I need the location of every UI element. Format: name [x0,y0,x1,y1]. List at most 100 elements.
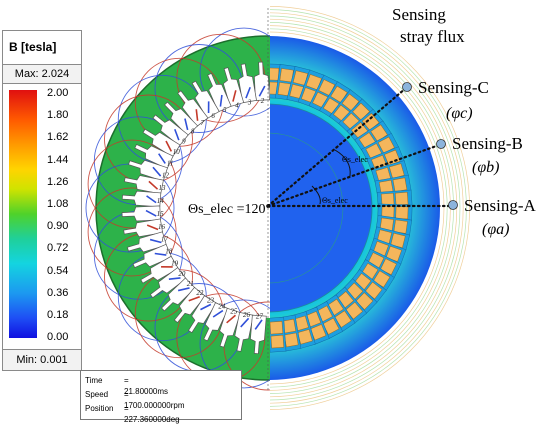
slot-conductor [152,166,162,177]
slot-outline [203,302,229,342]
slot-number: 27 [256,313,264,321]
slot-conductor [232,90,237,102]
slot-outline [149,267,187,299]
slot-conductor [200,303,212,311]
status-key: Time [85,376,103,385]
slot-outline [234,312,254,352]
coil-slot [290,311,316,349]
slot-outline [121,205,161,222]
slot-conductor [146,224,159,231]
stator-slots [121,61,270,355]
stator-slot [142,128,181,158]
winding-coil [199,299,270,389]
stray-flux-label-1: Sensing [392,5,446,24]
slot-outline [164,101,199,137]
stator-slot [121,190,162,208]
slot-conductor [177,287,190,292]
legend-tick: 1.08 [47,198,69,210]
slot-number: 7 [201,119,205,127]
stator-slot [134,144,174,170]
stator-slot [207,72,232,113]
legend-tick: 1.26 [47,175,69,188]
slot-outline [253,61,270,101]
slot-conductor [195,109,199,121]
slot-number: 3 [247,99,252,107]
stator-slot [222,67,245,108]
stator-slot [250,314,267,355]
stator-slot [177,90,209,127]
stray-flux-line [270,6,470,410]
legend-max: Max: 2.024 [3,64,81,84]
stator-bore [158,98,270,318]
coil-block [393,219,408,234]
status-key: Position [85,404,114,413]
legend-tick: 0.72 [47,242,69,255]
legend-tick: 0.36 [47,286,69,299]
stator-slot [173,286,206,324]
slot-number: 20 [178,270,186,278]
slot-conductor [145,209,157,217]
stator-slot [219,307,241,348]
slot-number: 18 [165,248,173,256]
legend-tick: 0.90 [47,220,69,233]
slot-number: 19 [171,259,179,267]
slot-outline [191,80,220,119]
coil-slot [312,301,344,340]
stator-slot [126,231,167,253]
slot-conductor [161,265,173,268]
coil-slot [361,132,400,164]
legend-tick: 1.44 [47,153,69,166]
legend-tick: 0.00 [47,331,69,344]
stator-slot [164,101,199,137]
theta-elec-label-inner: Θs_elec [322,196,348,205]
slot-number: 17 [161,235,169,243]
slot-number: 21 [187,280,194,288]
slot-number: 25 [230,307,238,315]
status-row: Time = 21.80000ms [85,375,168,396]
stray-flux-label-2: stray flux [400,27,465,46]
slot-outline [134,144,174,170]
coil-slots [270,63,413,353]
slot-conductor [245,86,251,99]
slot-conductor [174,128,180,141]
slot-outline [173,286,206,324]
stator-slot [161,277,196,312]
simulation-status: Time = 21.80000ms Speed = 1700.000000rpm… [80,370,242,424]
coil-block [270,321,284,335]
coil-block [279,68,294,83]
angle-arc-outer [334,149,351,177]
stator-slot [149,267,187,299]
slot-outline [219,307,241,348]
slot-conductor [158,153,166,164]
line-b [266,142,444,208]
stray-flux-line [270,28,448,388]
status-value: = 227.360000deg [124,404,180,424]
legend-min: Min: 0.001 [3,349,81,370]
colorbar [9,90,37,338]
coil-block [392,177,408,192]
stray-flux-line [270,9,467,407]
slot-outline [128,159,168,182]
slot-number: 9 [182,137,186,145]
winding-coil [87,139,177,229]
theta-total-label: Θs_elec =120° [188,202,271,217]
coil-slot [297,69,326,108]
slot-number: 24 [218,303,226,311]
coil-slot [270,316,287,353]
stator-slot [203,302,229,342]
stator-slot [238,63,257,104]
slot-outline [123,175,164,195]
line-c [266,86,408,208]
stray-flux-line [270,12,464,404]
slot-conductor [148,180,159,190]
slot-number: 10 [173,148,181,156]
slot-number: 14 [157,197,165,205]
coil-block [395,191,409,206]
status-value: = 1700.000000rpm [124,390,185,410]
coil-slot [301,306,330,345]
legend-tick: 1.62 [47,131,69,144]
coil-block [395,206,409,220]
status-row: Speed = 1700.000000rpm [85,389,185,410]
slot-number: 5 [223,106,227,114]
